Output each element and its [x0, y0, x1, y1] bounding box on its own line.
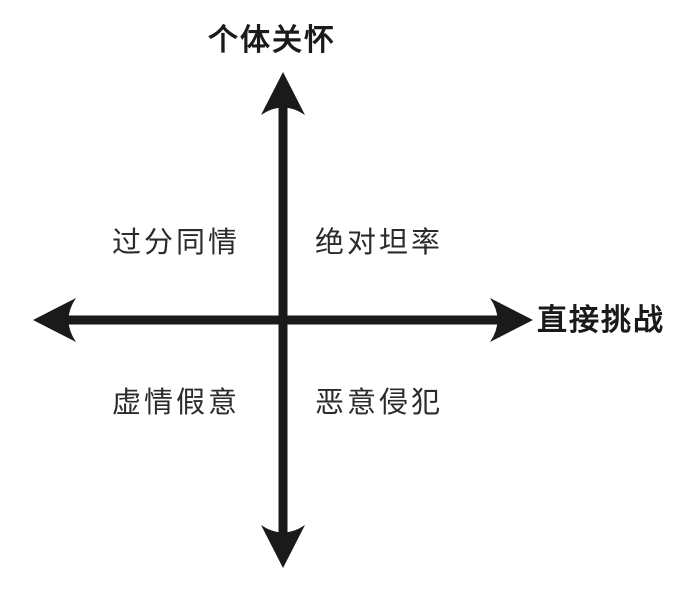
axis-label-personal-care: 个体关怀: [208, 24, 336, 57]
arrow-up-icon: [261, 72, 305, 115]
arrow-right-icon: [490, 298, 533, 342]
quadrant-label-ruinous-empathy: 过分同情: [111, 227, 241, 259]
quadrant-label-radical-candor: 绝对坦率: [314, 227, 444, 259]
quadrant-label-manipulative-insincerity: 虚情假意: [111, 387, 241, 419]
axis-label-direct-challenge: 直接挑战: [537, 304, 665, 337]
quadrant-label-obnoxious-aggression: 恶意侵犯: [314, 387, 444, 419]
arrow-down-icon: [261, 525, 305, 568]
arrow-left-icon: [33, 298, 76, 342]
